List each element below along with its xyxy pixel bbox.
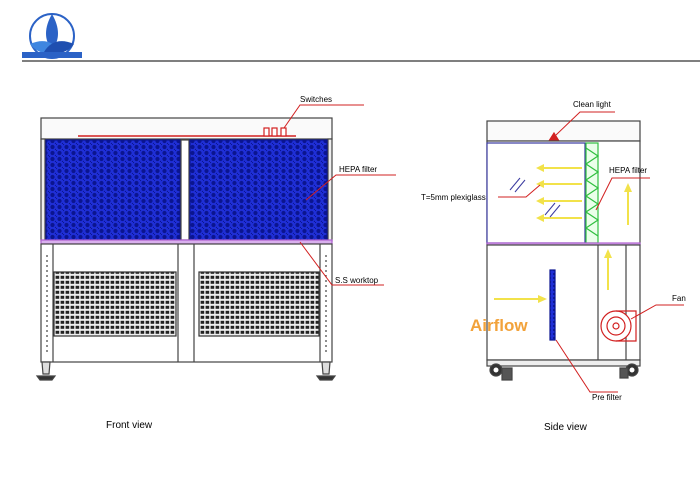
fan-icon bbox=[600, 310, 637, 342]
label-fan: Fan bbox=[672, 294, 686, 303]
front-grille-left bbox=[53, 271, 177, 337]
company-logo bbox=[22, 13, 82, 59]
airflow-arrows bbox=[494, 164, 632, 303]
label-front-view: Front view bbox=[106, 420, 153, 431]
side-view-cabinet bbox=[486, 120, 641, 381]
plexiglass-window bbox=[486, 142, 586, 244]
switch-1 bbox=[263, 127, 270, 137]
plexiglass-hatch bbox=[509, 177, 561, 218]
label-hepa-filter-front: HEPA filter bbox=[339, 165, 377, 174]
label-hepa-filter-side: HEPA filter bbox=[609, 166, 647, 175]
label-clean-light: Clean light bbox=[573, 100, 612, 109]
front-grille-right bbox=[198, 271, 320, 337]
label-pre-filter: Pre filter bbox=[592, 393, 622, 402]
front-view-cabinet bbox=[35, 117, 337, 381]
label-plexiglass: T=5mm plexiglass bbox=[421, 193, 486, 202]
hepa-filter-right bbox=[189, 139, 328, 241]
label-ss-worktop: S.S worktop bbox=[335, 276, 379, 285]
label-switches: Switches bbox=[300, 95, 332, 104]
pre-filter bbox=[549, 269, 556, 341]
switch-2 bbox=[271, 127, 278, 137]
ss-worktop-strip bbox=[40, 239, 333, 245]
front-callouts bbox=[283, 104, 396, 286]
hepa-filter-left bbox=[45, 139, 181, 241]
side-callouts bbox=[498, 111, 684, 393]
label-side-view: Side view bbox=[544, 422, 588, 433]
label-airflow: Airflow bbox=[470, 316, 528, 335]
switch-3 bbox=[280, 127, 287, 137]
hepa-filter-side bbox=[585, 142, 599, 244]
